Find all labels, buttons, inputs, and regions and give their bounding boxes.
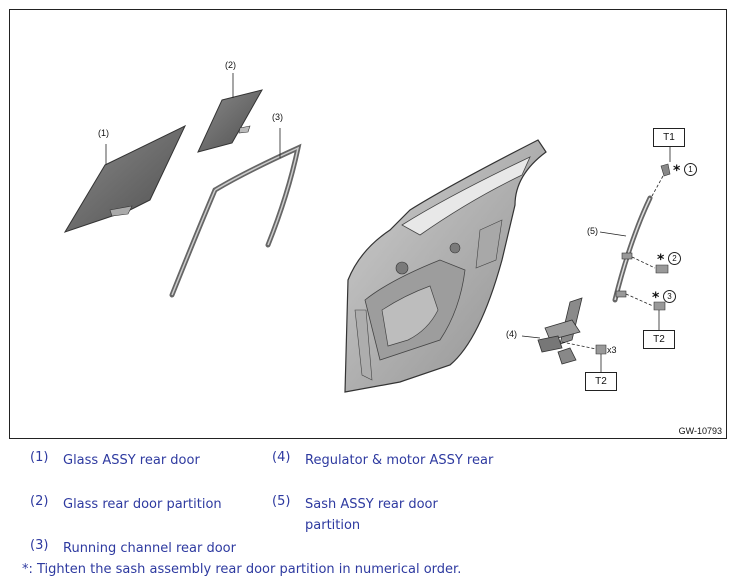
legend-text: Glass rear door partition: [63, 497, 222, 512]
legend-number: (3): [30, 538, 49, 553]
legend-number: (1): [30, 450, 49, 465]
tightening-note: *: Tighten the sash assembly rear door p…: [22, 562, 462, 577]
legend-number: (4): [272, 450, 291, 465]
callout-2: (2): [225, 60, 236, 70]
star-marker-2: *: [657, 252, 665, 268]
exploded-diagram: (1) (2) (3) (4) (5) T1 T2 T2 * 1 * 2 * 3…: [9, 9, 727, 439]
torque-label-t1: T1: [653, 128, 685, 147]
star-marker-1: *: [673, 163, 681, 179]
callout-1: (1): [98, 128, 109, 138]
order-number-2: 2: [668, 252, 681, 265]
sash-partition: [612, 195, 653, 303]
figure-code: GW-10793: [678, 426, 722, 436]
glass-partition: [197, 89, 264, 153]
legend-text: Sash ASSY rear door partition: [305, 497, 438, 533]
legend-text: Glass ASSY rear door: [63, 453, 200, 468]
legend-text: Running channel rear door: [63, 541, 236, 556]
bolt-quantity: x3: [607, 345, 617, 355]
legend-text: Regulator & motor ASSY rear: [305, 453, 494, 468]
glass-rear-door: [63, 124, 187, 233]
order-number-1: 1: [684, 163, 697, 176]
order-number-3: 3: [663, 290, 676, 303]
diagram-artwork: [63, 73, 671, 393]
callout-4: (4): [506, 329, 517, 339]
star-marker-3: *: [652, 290, 660, 306]
rear-door-panel: [344, 139, 547, 393]
torque-label-t2-regulator: T2: [585, 372, 617, 391]
regulator-motor: [537, 297, 583, 365]
legend-number: (2): [30, 494, 49, 509]
legend-number: (5): [272, 494, 291, 509]
torque-label-t2-sash: T2: [643, 330, 675, 349]
callout-3: (3): [272, 112, 283, 122]
callout-5: (5): [587, 226, 598, 236]
